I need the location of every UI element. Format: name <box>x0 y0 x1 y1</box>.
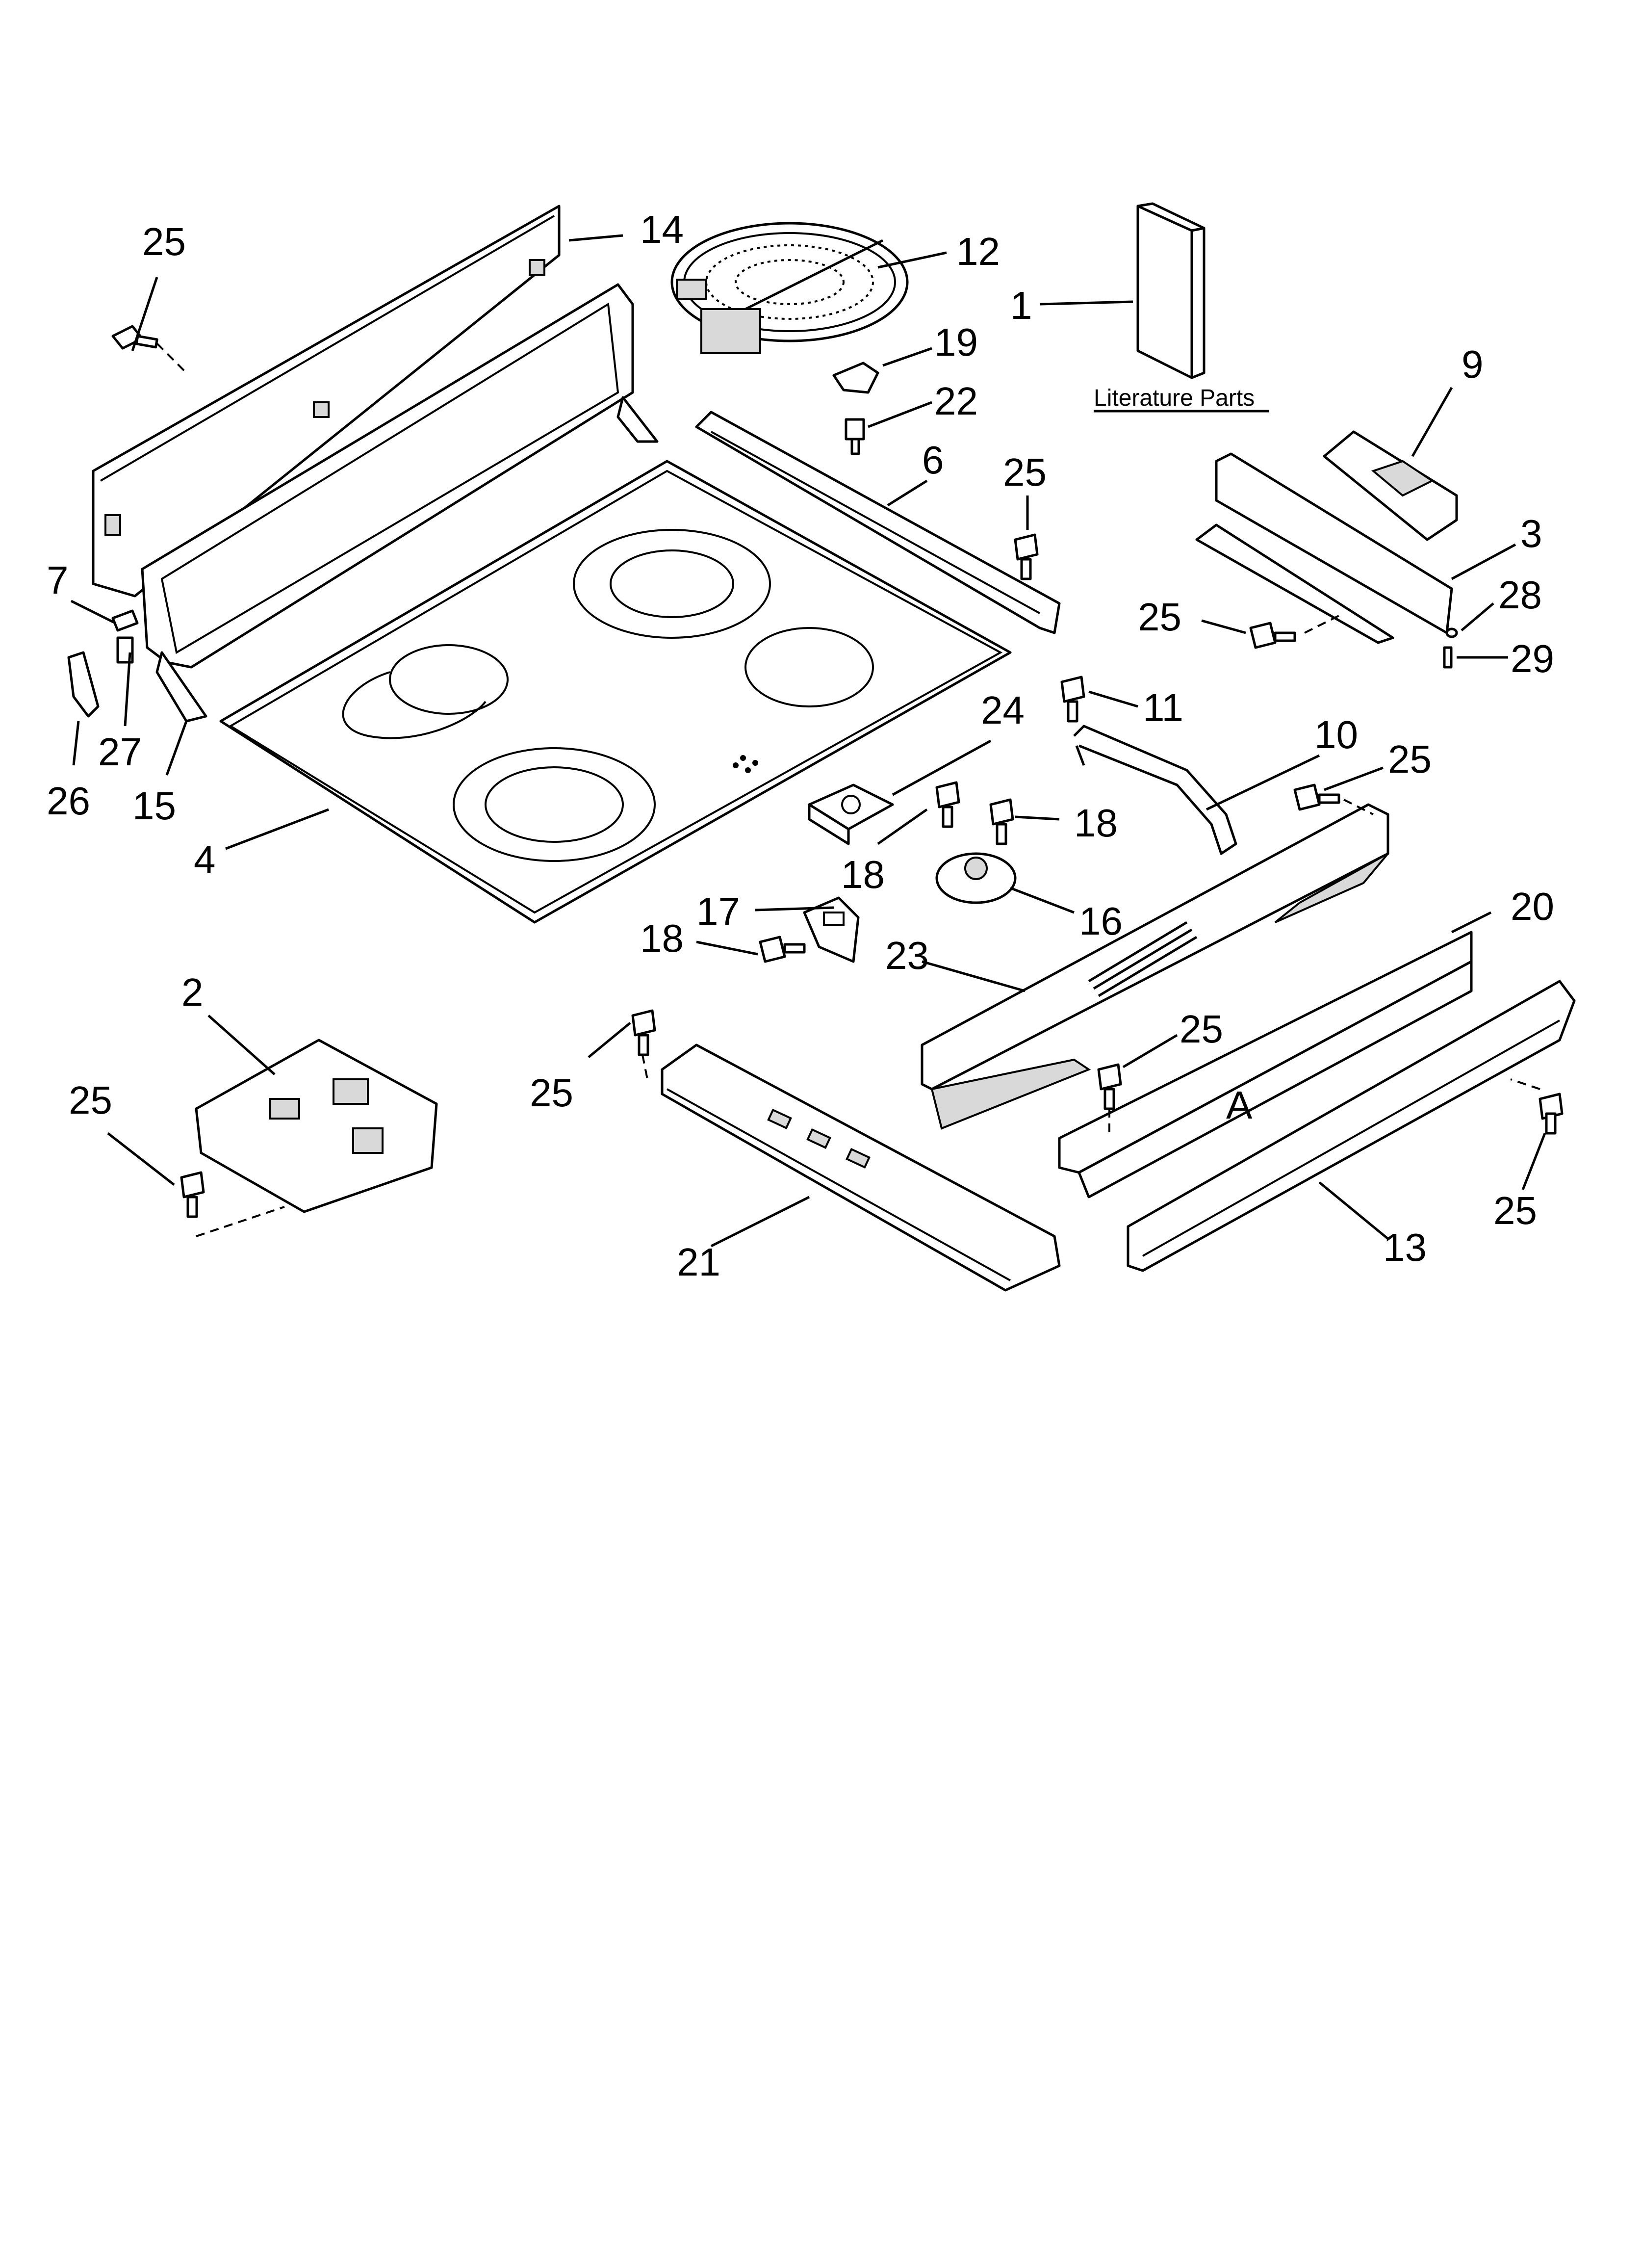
callout-25: 25 <box>142 220 186 263</box>
callout-12: 12 <box>956 230 1000 273</box>
part-side-rail-20: A <box>1058 931 1473 1199</box>
part-rear-trim <box>695 411 1061 634</box>
part-side-rail-13 <box>1127 980 1576 1272</box>
callout-24: 24 <box>981 688 1025 732</box>
callout-9: 9 <box>1462 342 1484 386</box>
callout-25: 25 <box>1003 450 1047 494</box>
assembly-dash-lines <box>156 342 1540 1237</box>
screw-18a <box>935 781 960 828</box>
screw-25d <box>1293 783 1340 811</box>
part-rear-rail <box>1195 452 1453 644</box>
callout-23: 23 <box>885 934 929 977</box>
callout-27: 27 <box>98 730 142 774</box>
callout-25: 25 <box>1493 1189 1537 1232</box>
callout-14: 14 <box>640 208 684 251</box>
callout-26: 26 <box>47 779 90 823</box>
callout-21: 21 <box>677 1240 720 1284</box>
part-bracket-9 <box>1323 430 1458 541</box>
part-screw-22 <box>845 418 865 455</box>
callout-29: 29 <box>1511 637 1554 680</box>
screw-25f <box>1097 1063 1122 1110</box>
callout-10: 10 <box>1314 713 1358 756</box>
callout-11: 11 <box>1143 686 1183 730</box>
part-26-bracket <box>67 651 100 718</box>
callout-18: 18 <box>1074 801 1118 845</box>
callout-28: 28 <box>1498 573 1542 617</box>
callout-15: 15 <box>132 784 176 828</box>
callout-20: 20 <box>1511 885 1554 928</box>
callout-1: 1 <box>1010 284 1032 327</box>
screw-18b <box>989 798 1014 845</box>
callout-4: 4 <box>194 838 216 882</box>
screw-25g <box>180 1171 205 1218</box>
screw-25h <box>1539 1093 1564 1135</box>
callout-2: 2 <box>181 970 204 1014</box>
literature-parts-label: Literature Parts <box>1094 385 1255 411</box>
callout-17: 17 <box>696 889 740 933</box>
callout-7: 7 <box>47 558 69 602</box>
callout-labels: 14 12 1 25 19 22 9 6 25 3 7 25 28 29 11 … <box>47 208 1554 1284</box>
screw-25b <box>1014 533 1039 580</box>
part-29-pin <box>1443 646 1453 669</box>
part-backguard-frame <box>141 283 659 723</box>
callout-16: 16 <box>1079 899 1123 943</box>
screw-11 <box>1060 676 1085 723</box>
part-control-board <box>195 1039 438 1213</box>
part-7-spacer <box>111 609 139 632</box>
part-front-rail-23 <box>921 803 1389 1130</box>
vent-slots <box>1088 921 1198 997</box>
rail-letter-mark: A <box>1226 1083 1253 1127</box>
part-cooktop-glass <box>219 460 1012 924</box>
screw-25a <box>111 325 158 350</box>
part-support-bar <box>1073 725 1237 855</box>
part-17-bracket <box>803 896 860 963</box>
callout-3: 3 <box>1520 512 1542 555</box>
callout-25: 25 <box>530 1071 573 1115</box>
part-terminal-block <box>808 783 894 845</box>
callout-25: 25 <box>1138 595 1181 639</box>
screw-18c <box>759 936 806 963</box>
part-28-pin <box>1445 627 1458 638</box>
callout-13: 13 <box>1383 1225 1427 1269</box>
screw-25e <box>631 1009 656 1056</box>
callout-25: 25 <box>1388 737 1432 781</box>
part-clip <box>832 362 879 394</box>
screw-25c <box>1249 622 1296 649</box>
callout-6: 6 <box>922 438 944 482</box>
part-rear-panel <box>92 205 561 598</box>
part-literature-book <box>1136 202 1206 379</box>
part-radiant-element <box>670 222 909 354</box>
part-front-rail-21 <box>661 1043 1061 1292</box>
part-limit-switch <box>935 852 1017 904</box>
callout-22: 22 <box>934 379 978 423</box>
callout-18: 18 <box>841 853 885 896</box>
leader-lines <box>70 234 1546 1248</box>
callout-18: 18 <box>640 916 684 960</box>
callout-19: 19 <box>934 320 978 364</box>
callout-25: 25 <box>1180 1007 1223 1051</box>
callout-25: 25 <box>69 1078 112 1122</box>
